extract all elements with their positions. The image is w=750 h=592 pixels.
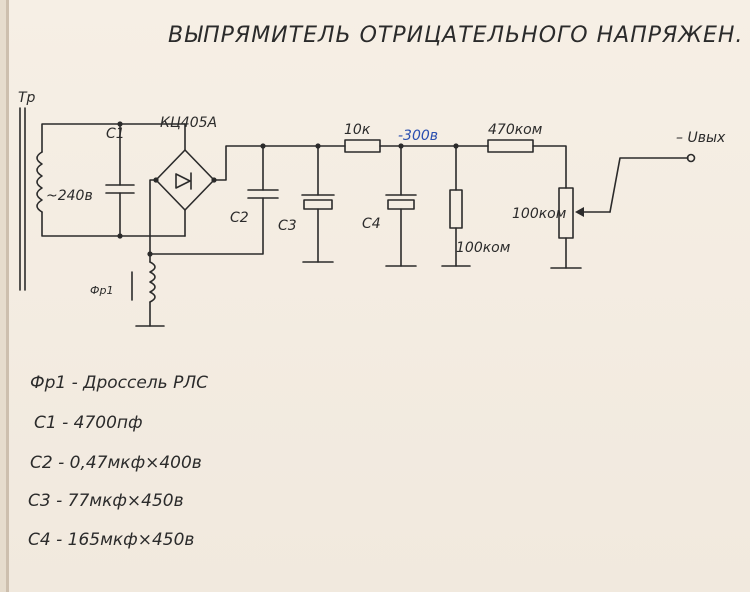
wiper-arrow-icon [575, 207, 584, 217]
bleeder-label: 100ком [456, 240, 511, 256]
c3-electrolytic-plate [303, 199, 333, 210]
parts-legend: Фр1 - Дросcель РЛС С1 - 4700пф С2 - 0,47… [28, 373, 208, 550]
pot-label: 100ком [512, 206, 567, 222]
node-voltage-label: -300в [398, 128, 438, 144]
transformer-label: Тр [18, 90, 36, 106]
input-wiring [41, 121, 186, 239]
choke-wire [149, 179, 157, 263]
r2-wire [532, 145, 567, 189]
bridge-label: КЦ405А [160, 115, 217, 131]
r2-label: 470ком [488, 122, 543, 138]
r1-label: 10к [344, 122, 371, 138]
diode-symbol [175, 173, 191, 189]
page-margin-line [6, 0, 9, 592]
choke-fr1: Фр1 [90, 179, 165, 327]
r1-body [344, 139, 381, 153]
bridge-diamond [155, 149, 215, 211]
legend-item: С2 - 0,47мкф×400в [30, 453, 202, 473]
junction [147, 251, 153, 257]
wire-top-left [41, 123, 186, 153]
legend-item: С4 - 165мкф×450в [28, 530, 194, 550]
winding-voltage-label: ~240в [46, 188, 93, 204]
transformer: Тр ~240в [18, 90, 93, 291]
c1-label: С1 [106, 126, 125, 142]
wire-bottom-left [41, 211, 186, 237]
potentiometer: 100ком [512, 153, 696, 269]
rail-wire [213, 145, 346, 181]
transformer-winding [36, 151, 43, 213]
c4-label: С4 [362, 216, 381, 232]
choke-coil [149, 261, 156, 303]
diagram-title: ВЫПРЯМИТЕЛЬ ОТРИЦАТЕЛЬНОГО НАПРЯЖЕН. [168, 23, 743, 48]
legend-item: С3 - 77мкф×450в [28, 491, 184, 511]
output-label: – Uвых [676, 130, 726, 146]
resistor-r2: 470ком [487, 122, 567, 189]
capacitor-c4: С4 [362, 145, 417, 267]
page-margin [0, 0, 6, 592]
diode-bridge: КЦ405А [153, 115, 217, 237]
output-wire [609, 157, 689, 213]
resistor-r1: 10к -300в [344, 122, 489, 153]
r2-body [487, 139, 534, 153]
capacitor-c3: С3 [278, 145, 335, 263]
capacitor-c2: С2 [149, 145, 279, 255]
main-rail [213, 143, 346, 181]
c2-return [149, 197, 264, 255]
choke-label: Фр1 [90, 284, 113, 297]
resistor-bleeder: 100ком [441, 145, 511, 267]
bleeder-body [449, 189, 463, 229]
c2-label: С2 [230, 210, 249, 226]
legend-item: Фр1 - Дросcель РЛС [30, 373, 208, 393]
capacitor-c1: С1 [105, 123, 135, 237]
c3-label: С3 [278, 218, 297, 234]
legend-item: С1 - 4700пф [34, 413, 143, 433]
output-terminal [686, 153, 696, 163]
c4-electrolytic-plate [387, 199, 415, 210]
